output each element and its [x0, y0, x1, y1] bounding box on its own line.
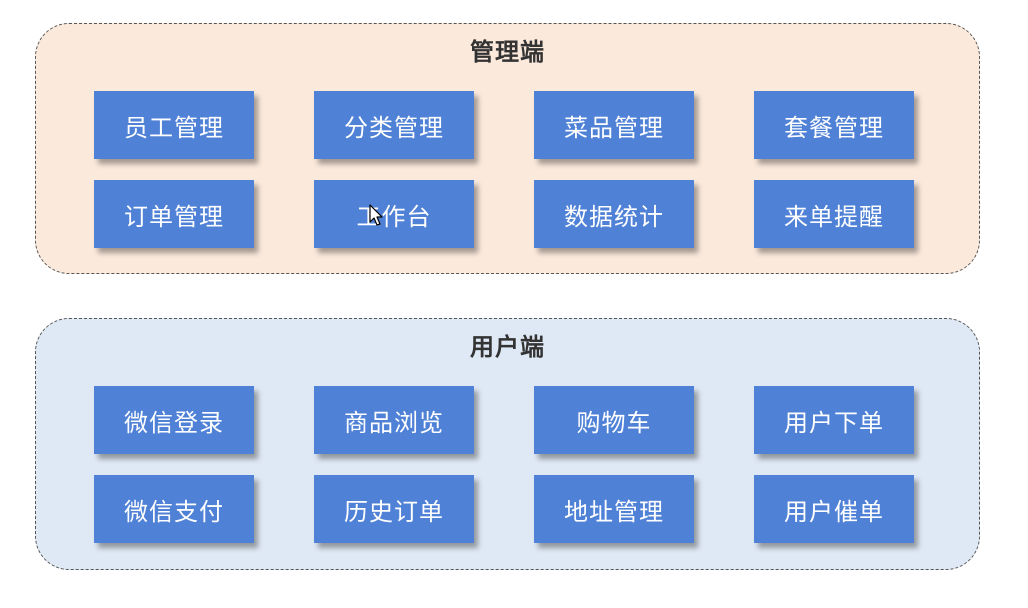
module-order-management: 订单管理	[94, 180, 254, 248]
user-panel-title: 用户端	[470, 333, 545, 361]
module-category-management: 分类管理	[314, 91, 474, 159]
module-employee-management: 员工管理	[94, 91, 254, 159]
module-setmeal-management: 套餐管理	[754, 91, 914, 159]
admin-panel: 管理端 员工管理 分类管理 菜品管理 套餐管理 订单管理 工作台 数据统计 来单…	[35, 23, 980, 274]
user-module-grid: 微信登录 商品浏览 购物车 用户下单 微信支付 历史订单 地址管理 用户催单	[94, 386, 914, 543]
module-workbench: 工作台	[314, 180, 474, 248]
user-panel: 用户端 微信登录 商品浏览 购物车 用户下单 微信支付 历史订单 地址管理 用户…	[35, 318, 980, 570]
module-order-history: 历史订单	[314, 475, 474, 543]
module-wechat-pay: 微信支付	[94, 475, 254, 543]
module-data-statistics: 数据统计	[534, 180, 694, 248]
module-product-browse: 商品浏览	[314, 386, 474, 454]
module-address-management: 地址管理	[534, 475, 694, 543]
module-wechat-login: 微信登录	[94, 386, 254, 454]
module-shopping-cart: 购物车	[534, 386, 694, 454]
module-order-alert: 来单提醒	[754, 180, 914, 248]
module-dish-management: 菜品管理	[534, 91, 694, 159]
admin-module-grid: 员工管理 分类管理 菜品管理 套餐管理 订单管理 工作台 数据统计 来单提醒	[94, 91, 914, 248]
module-order-reminder: 用户催单	[754, 475, 914, 543]
admin-panel-title: 管理端	[470, 38, 545, 66]
module-place-order: 用户下单	[754, 386, 914, 454]
